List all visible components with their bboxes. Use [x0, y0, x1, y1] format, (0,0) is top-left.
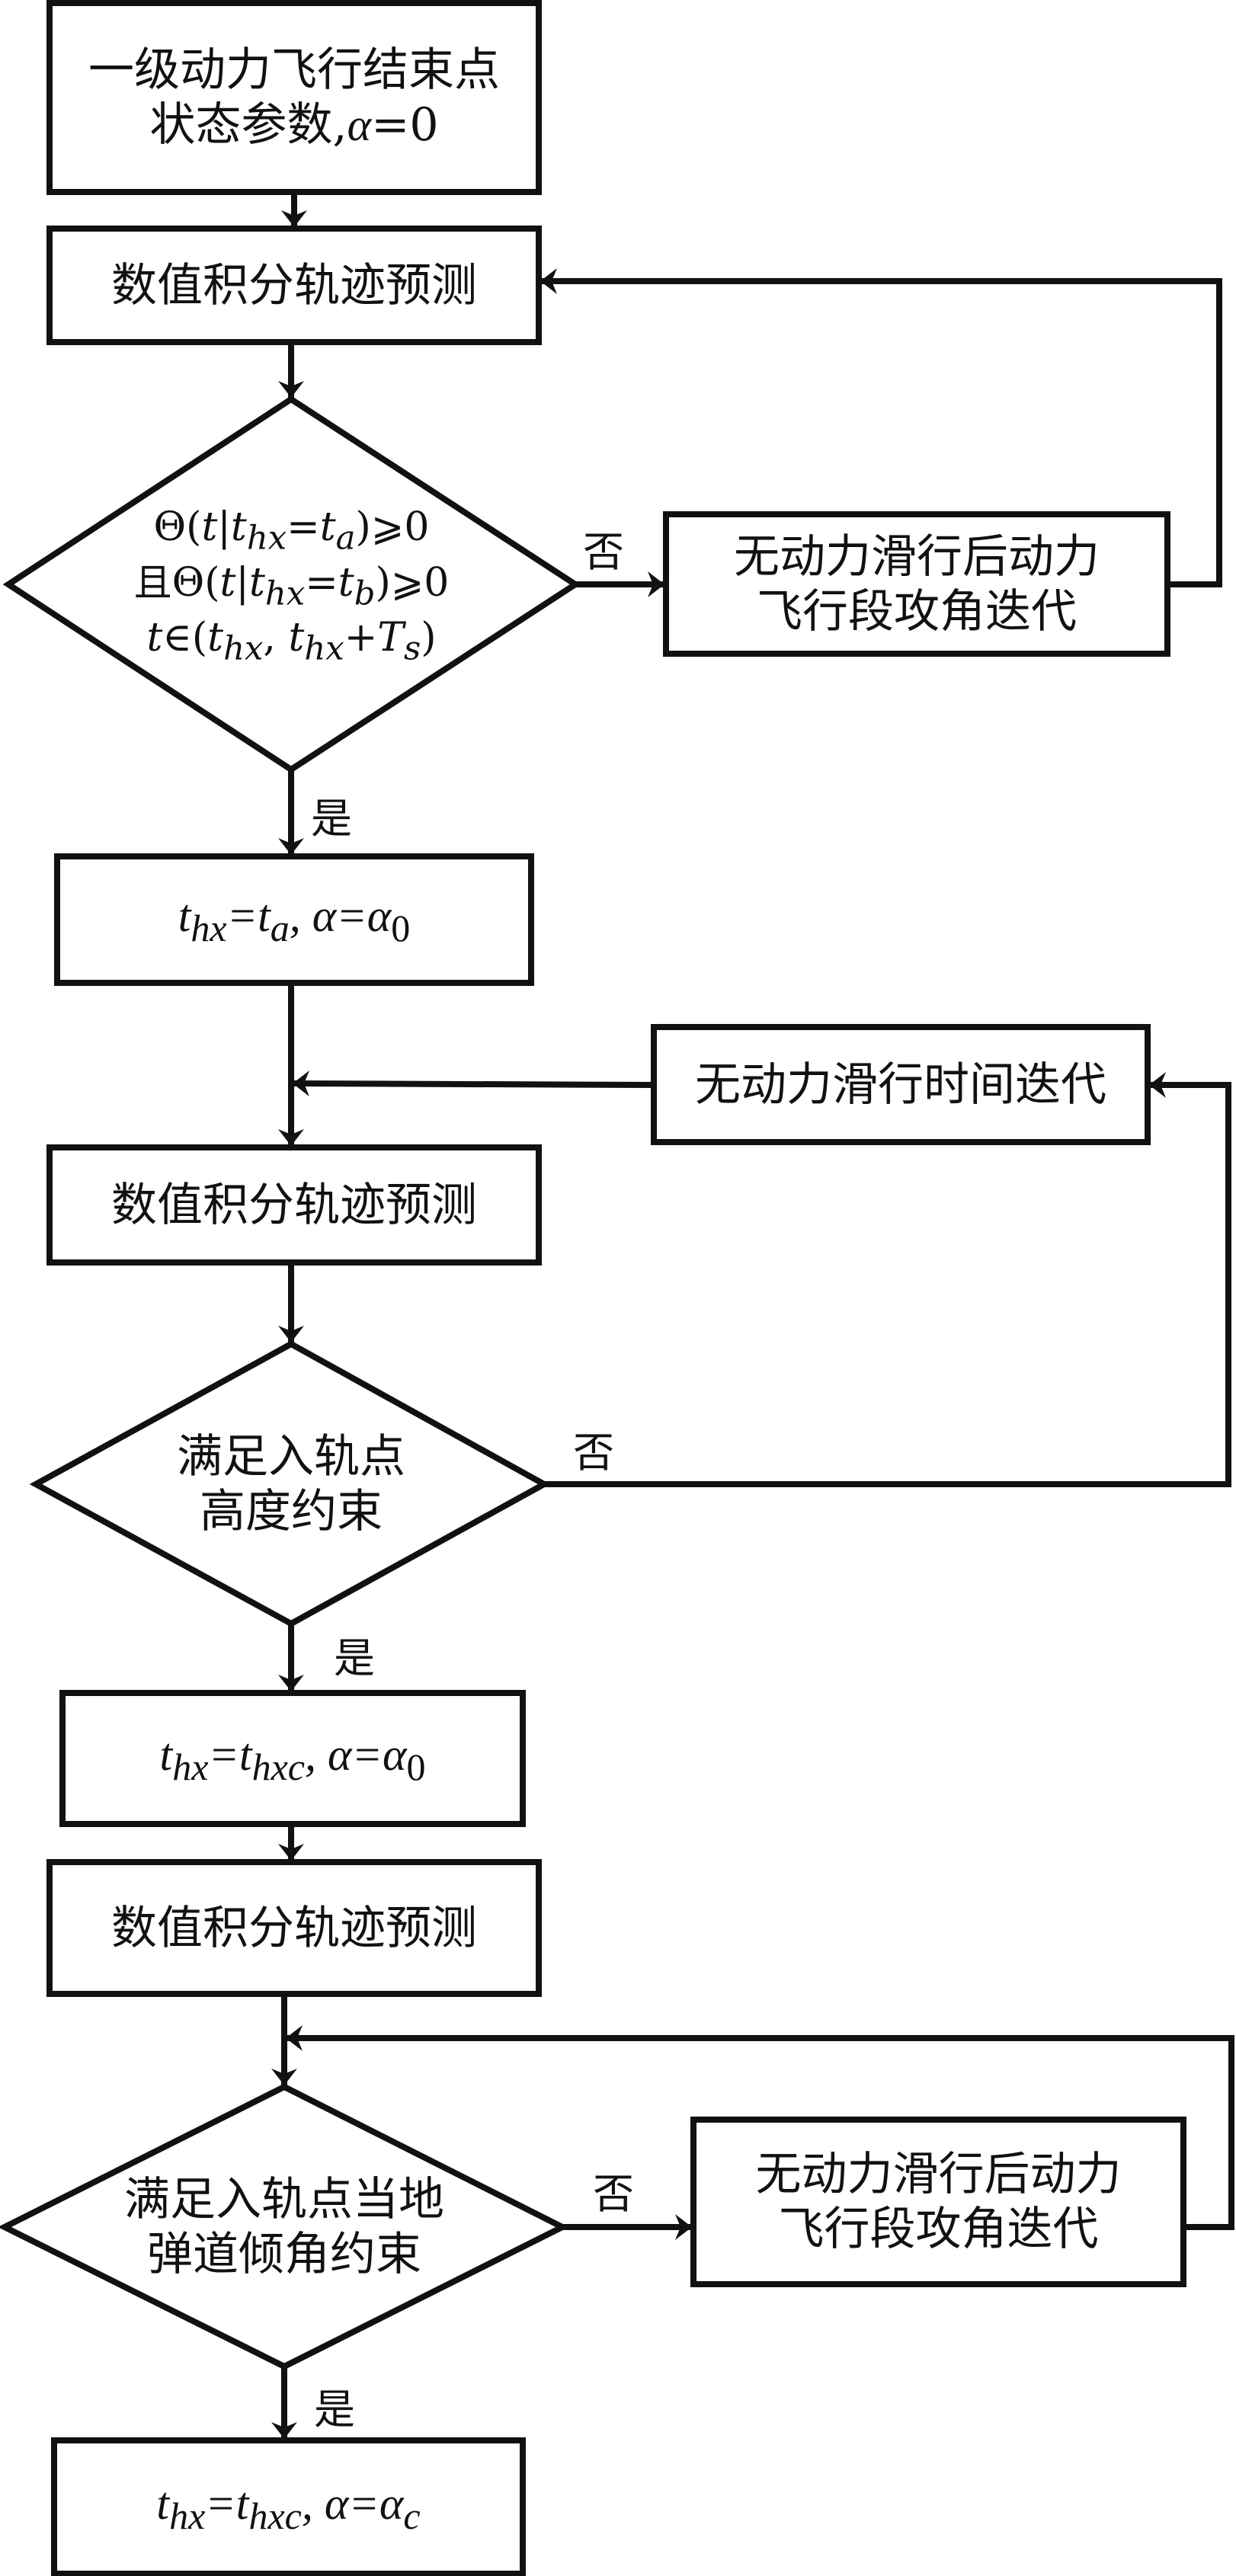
predict1-text: 数值积分轨迹预测: [111, 258, 477, 312]
edge-iter-aoa2-to-decision3: [286, 2025, 1234, 2230]
decision1-line-1: Θ(t|thx=ta)⩾0: [153, 504, 430, 558]
decision3-line-2: 弹道倾角约束: [147, 2228, 421, 2281]
iter-time-text: 无动力滑行时间迭代: [695, 1058, 1106, 1112]
iter-aoa2-line-1: 无动力滑行后动力: [755, 2148, 1122, 2201]
assign3-text: thx=thxc, α=αc: [156, 2478, 421, 2537]
decision1-text: Θ(t|thx=ta)⩾0 且Θ(t|thx=tb)⩾0 t∈(thx, thx…: [69, 457, 514, 716]
iter-aoa1-line-1: 无动力滑行后动力: [734, 530, 1100, 584]
decision1-line-2: 且Θ(t|thx=tb)⩾0: [133, 559, 450, 613]
assign2-text: thx=thxc, α=α0: [159, 1730, 426, 1788]
start-line-2: 状态参数,α=0: [149, 98, 439, 152]
decision1-no-label: 否: [583, 528, 624, 576]
predict3-box: [46, 1859, 542, 1997]
decision3-no-label: 否: [593, 2170, 634, 2218]
decision2-text: 满足入轨点 高度约束: [91, 1402, 491, 1566]
decision3-text: 满足入轨点当地 弹道倾角约束: [46, 2145, 523, 2309]
decision2-line-2: 高度约束: [200, 1485, 383, 1538]
start-line-1: 一级动力飞行结束点: [88, 43, 500, 97]
iter-aoa2-text: 无动力滑行后动力 飞行段攻角迭代: [693, 2120, 1183, 2284]
decision1-line-3: t∈(thx, thx+Ts): [146, 615, 437, 668]
assign3-box: [51, 2437, 526, 2576]
iter-aoa1-line-2: 飞行段攻角迭代: [757, 584, 1077, 638]
decision2-line-1: 满足入轨点: [177, 1430, 405, 1483]
iter-aoa2-line-2: 飞行段攻角迭代: [778, 2203, 1099, 2256]
decision3-line-1: 满足入轨点当地: [124, 2173, 444, 2226]
decision1-yes-label: 是: [311, 795, 352, 843]
predict3-text: 数值积分轨迹预测: [111, 1901, 477, 1955]
iter-aoa1-text: 无动力滑行后动力 飞行段攻角迭代: [666, 514, 1167, 654]
edge-decision2-no-to-iter-time: [544, 1072, 1231, 1487]
start-node-text: 一级动力飞行结束点 状态参数,α=0: [50, 3, 539, 192]
decision3-yes-label: 是: [314, 2386, 355, 2434]
decision2-yes-label: 是: [334, 1634, 375, 1682]
assign1-text: thx=ta, α=α0: [178, 891, 411, 949]
predict2-text: 数值积分轨迹预测: [111, 1178, 477, 1232]
edge-iter-aoa1-to-predict1: [540, 268, 1222, 587]
edge-iter-time-to-main: [292, 1070, 655, 1097]
iter-aoa2-box: [690, 2117, 1186, 2287]
decision2-no-label: 否: [573, 1429, 614, 1477]
